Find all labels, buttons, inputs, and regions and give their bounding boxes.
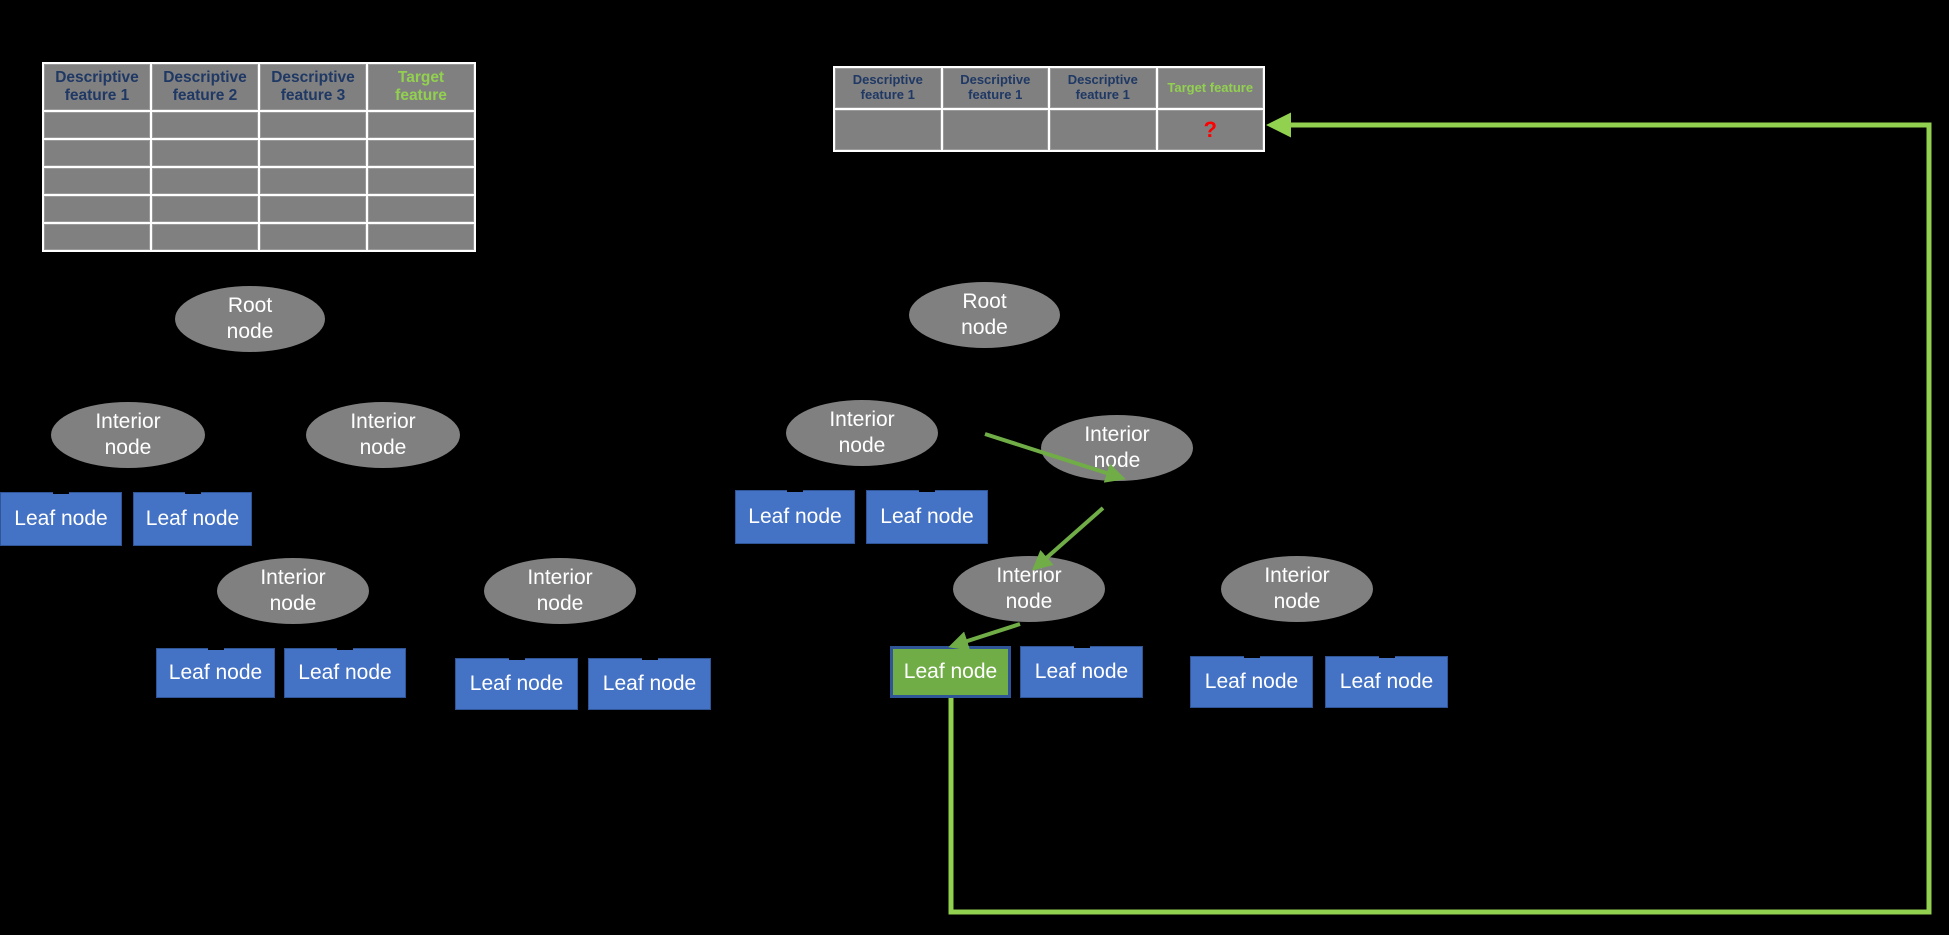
right-tree-leaf-node-selected: Leaf node <box>890 646 1011 698</box>
training-data-table: Descriptive feature 1 Descriptive featur… <box>42 62 476 252</box>
right-tree-leaf-node-5: Leaf node <box>1190 650 1313 708</box>
table-cell <box>260 140 366 166</box>
right-tree-leaf-node-1: Leaf node <box>735 484 855 544</box>
header-descriptive-feature-3: Descriptive feature 1 <box>1050 68 1156 108</box>
left-tree-leaf-node-5: Leaf node <box>455 652 578 710</box>
right-tree-root-node: Root node <box>909 282 1060 348</box>
table-cell <box>835 110 941 150</box>
connector-notch <box>787 484 803 492</box>
table-row <box>44 140 474 166</box>
right-tree-interior-node-2: Interior node <box>1041 415 1193 481</box>
left-tree-interior-node-1: Interior node <box>51 402 205 468</box>
table-cell <box>368 224 474 250</box>
table-cell <box>152 224 258 250</box>
connector-notch <box>641 652 658 660</box>
table-cell <box>260 196 366 222</box>
right-tree-interior-node-3: Interior node <box>953 556 1105 622</box>
table-cell <box>1050 110 1156 150</box>
left-tree-interior-node-4: Interior node <box>484 558 636 624</box>
right-tree-interior-node-4: Interior node <box>1221 556 1373 622</box>
table-cell <box>260 168 366 194</box>
table-row <box>44 168 474 194</box>
left-tree-interior-node-3: Interior node <box>217 558 369 624</box>
left-tree-leaf-node-3: Leaf node <box>156 642 275 698</box>
header-target-feature: Target feature <box>1157 68 1263 108</box>
left-tree-leaf-node-1: Leaf node <box>0 486 122 546</box>
header-descriptive-feature-3: Descriptive feature 3 <box>260 64 366 110</box>
header-descriptive-feature-1: Descriptive feature 1 <box>835 68 941 108</box>
connector-notch <box>207 642 224 650</box>
table-cell <box>368 112 474 138</box>
connector-notch <box>53 486 69 494</box>
table-row: ? <box>835 110 1263 150</box>
table-cell <box>152 168 258 194</box>
table-cell <box>152 112 258 138</box>
table-header-row: Descriptive feature 1 Descriptive featur… <box>835 68 1263 108</box>
right-tree-interior-node-1: Interior node <box>786 400 938 466</box>
table-row <box>44 112 474 138</box>
right-tree-leaf-node-4: Leaf node <box>1020 640 1143 698</box>
connector-notch <box>919 484 935 492</box>
table-cell <box>368 168 474 194</box>
table-cell <box>368 196 474 222</box>
header-target-feature: Target feature <box>368 64 474 110</box>
unknown-target-value: ? <box>1157 110 1263 150</box>
table-row <box>44 224 474 250</box>
header-descriptive-feature-2: Descriptive feature 1 <box>942 68 1048 108</box>
connector-notch <box>184 486 201 494</box>
table-header-row: Descriptive feature 1 Descriptive featur… <box>44 64 474 110</box>
query-instance-table: Descriptive feature 1 Descriptive featur… <box>833 66 1265 152</box>
path-arrow-interior-to-leaf <box>948 622 1021 651</box>
header-descriptive-feature-1: Descriptive feature 1 <box>44 64 150 110</box>
table-row <box>44 196 474 222</box>
table-cell <box>260 112 366 138</box>
left-tree-leaf-node-4: Leaf node <box>284 642 406 698</box>
header-descriptive-feature-2: Descriptive feature 2 <box>152 64 258 110</box>
connector-notch <box>1378 650 1395 658</box>
left-tree-interior-node-2: Interior node <box>306 402 460 468</box>
table-cell <box>942 110 1048 150</box>
connector-notch <box>1243 650 1260 658</box>
left-tree-root-node: Root node <box>175 286 325 352</box>
connector-notch <box>508 652 525 660</box>
left-tree-leaf-node-2: Leaf node <box>133 486 252 546</box>
connector-notch <box>1073 640 1090 648</box>
right-tree-leaf-node-6: Leaf node <box>1325 650 1448 708</box>
table-cell <box>44 112 150 138</box>
path-leaf-to-query-table <box>948 112 1932 915</box>
table-cell <box>44 168 150 194</box>
right-tree-leaf-node-2: Leaf node <box>866 484 988 544</box>
table-cell <box>44 140 150 166</box>
left-tree-leaf-node-6: Leaf node <box>588 652 711 710</box>
table-cell <box>152 196 258 222</box>
connector-notch <box>337 642 353 650</box>
table-cell <box>260 224 366 250</box>
table-cell <box>368 140 474 166</box>
table-cell <box>44 196 150 222</box>
table-cell <box>152 140 258 166</box>
table-cell <box>44 224 150 250</box>
